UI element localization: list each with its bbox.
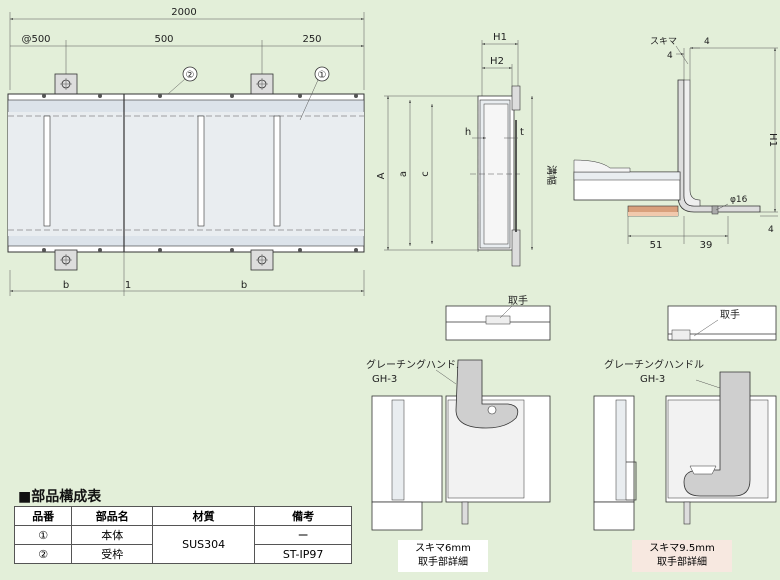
handle-detail-6mm: 取手 グレーチングハンドル GH-3: [366, 294, 551, 531]
dim-4-bottom: 4: [768, 225, 774, 235]
dim-end: 250: [302, 34, 321, 45]
cell-material: SUS304: [152, 525, 256, 564]
plan-view: 2000 @500 500 250: [7, 7, 365, 296]
dim-c: c: [420, 171, 431, 177]
caption-9-5mm-line1: スキマ9.5mm: [649, 543, 715, 554]
caption-9-5mm-line2: 取手部詳細: [657, 557, 707, 568]
cell-note: ST-IP97: [254, 544, 352, 564]
caption-6mm-line1: スキマ6mm: [415, 543, 471, 554]
cross-section: H1 H2 h t A a c 溝幅: [376, 32, 558, 267]
frame-detail: スキマ 4 4 H1 φ16 4 51 39: [573, 37, 778, 251]
dim-phi16: φ16: [730, 195, 748, 205]
dim-H1-side: H1: [767, 133, 778, 147]
cell-no: ②: [13, 544, 73, 564]
table-row: ① 本体 SUS304 ー: [13, 525, 352, 564]
handle-detail-9-5mm: 取手 グレーチングハンドル GH-3: [593, 305, 777, 531]
dim-groove: 溝幅: [545, 165, 558, 185]
dim-H1: H1: [493, 32, 507, 43]
cell-no: ①: [13, 525, 73, 545]
dim-39: 39: [700, 240, 713, 251]
table-row: ② 受枠 ST-IP97: [13, 544, 352, 564]
label-grating-handle-1a: グレーチングハンドル: [366, 358, 466, 371]
dim-mid: 500: [154, 34, 173, 45]
cell-name: 受枠: [71, 544, 154, 564]
caption-6mm: スキマ6mm 取手部詳細: [398, 540, 488, 572]
dim-t: t: [520, 127, 524, 138]
dim-total: 2000: [171, 7, 196, 18]
dim-a: a: [398, 171, 409, 177]
label-sukima: スキマ: [650, 37, 677, 47]
parts-table: 品番 部品名 材質 備考 ① 本体 SUS304 ー ② 受枠 ST-IP97: [13, 506, 352, 564]
dim-b-right: b: [241, 280, 247, 291]
caption-6mm-line2: 取手部詳細: [418, 557, 468, 568]
label-handle-2: 取手: [720, 308, 740, 321]
caption-9-5mm: スキマ9.5mm 取手部詳細: [632, 540, 732, 572]
header-note: 備考: [254, 506, 352, 526]
header-material: 材質: [152, 506, 256, 526]
label-grating-handle-1b: GH-3: [372, 374, 397, 385]
dim-pitch: @500: [21, 34, 50, 45]
dim-4-second: 4: [667, 51, 673, 61]
marker-1: ①: [318, 70, 327, 81]
dim-H2: H2: [490, 56, 504, 67]
header-name: 部品名: [71, 506, 154, 526]
parts-table-title: ■部品構成表: [18, 489, 102, 505]
label-grating-handle-2b: GH-3: [640, 374, 665, 385]
label-grating-handle-2a: グレーチングハンドル: [604, 358, 704, 371]
cell-note: ー: [254, 525, 352, 545]
label-handle-1: 取手: [508, 294, 528, 307]
parts-table-header: 品番 部品名 材質 備考: [13, 506, 352, 526]
header-no: 品番: [13, 506, 73, 526]
dim-51: 51: [650, 240, 663, 251]
dim-b-left: b: [63, 280, 69, 291]
marker-2: ②: [186, 70, 195, 81]
dim-h: h: [465, 127, 471, 138]
dim-gap: 1: [125, 280, 131, 291]
dim-4-top: 4: [704, 37, 710, 47]
cell-name: 本体: [71, 525, 154, 545]
dim-A: A: [376, 172, 387, 179]
